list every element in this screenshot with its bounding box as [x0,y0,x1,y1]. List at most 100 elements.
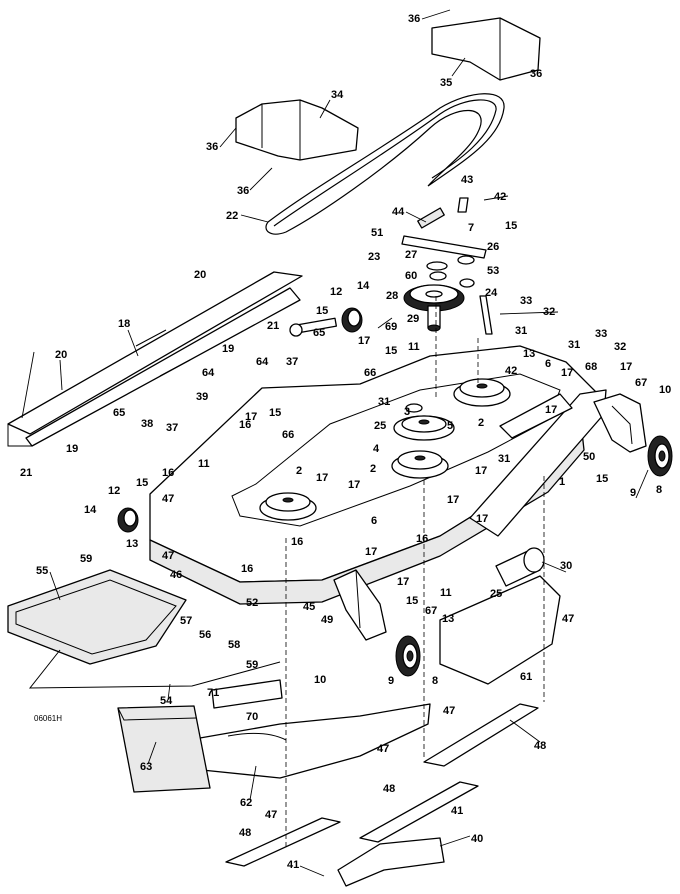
callout: 17 [447,494,459,506]
belt-cover-left [235,99,359,161]
callout: 17 [365,546,377,558]
callout: 38 [141,418,153,430]
callout: 26 [487,241,499,253]
front-baffle [211,679,283,709]
callout: 9 [388,675,394,687]
callout: 12 [330,286,342,298]
callout: 8 [656,484,662,496]
callout: 37 [166,422,178,434]
callout: 22 [226,210,238,222]
callout: 9 [630,487,636,499]
callout: 16 [291,536,303,548]
callout: 21 [20,467,32,479]
callout: 51 [371,227,383,239]
callout: 17 [476,513,488,525]
assembly-lines [285,296,545,850]
callout: 62 [240,797,252,809]
callout: 25 [490,588,502,600]
callout: 39 [196,391,208,403]
callout: 65 [113,407,125,419]
callout: 8 [432,675,438,687]
callout: 36 [206,141,218,153]
callout: 47 [377,743,389,755]
callout: 60 [405,270,417,282]
callout: 7 [468,222,474,234]
callouts: 36 35 36 34 36 36 22 43 42 44 7 15 26 51… [20,13,671,871]
blade-left [225,817,341,867]
callout: 15 [406,595,418,607]
callout: 41 [287,859,299,871]
callout: 15 [596,473,608,485]
callout: 14 [84,504,97,516]
callout: 17 [545,404,557,416]
callout: 50 [583,451,595,463]
callout: 4 [373,443,380,455]
callout: 47 [162,493,174,505]
callout: 64 [256,356,269,368]
gauge-wheel-lower-left [117,507,139,533]
callout: 28 [386,290,398,302]
callout: 27 [405,249,417,261]
callout: 19 [66,443,78,455]
right-bracket [593,393,647,453]
callout: 18 [118,318,130,330]
callout: 23 [368,251,380,263]
callout: 15 [316,305,328,317]
callout: 15 [269,407,281,419]
callout: 61 [520,671,532,683]
callout: 54 [160,695,173,707]
callout: 70 [246,711,258,723]
callout: 68 [585,361,597,373]
callout: 24 [485,287,498,299]
callout: 16 [416,533,428,545]
callout: 20 [55,349,67,361]
callout: 2 [478,417,484,429]
under-skirt [199,703,431,779]
callout: 48 [383,783,395,795]
callout: 11 [440,587,452,599]
anti-scalp-wheel-right [647,435,673,477]
callout: 40 [471,833,483,845]
leader-lines [21,9,649,877]
callout: 43 [461,174,473,186]
callout: 46 [170,569,182,581]
callout: 2 [370,463,376,475]
callout: 14 [357,280,370,292]
side-skirt-right [439,575,561,685]
callout: 47 [265,809,277,821]
callout: 53 [487,265,499,277]
callout: 37 [286,356,298,368]
callout: 17 [561,367,573,379]
callout: 12 [108,485,120,497]
blade-center [359,781,479,843]
callout: 17 [397,576,409,588]
callout: 31 [498,453,510,465]
callout: 1 [559,476,565,488]
callout: 35 [440,77,452,89]
callout: 17 [620,361,632,373]
callout: 6 [545,358,551,370]
callout: 17 [316,472,328,484]
callout: 47 [562,613,574,625]
callout: 56 [199,629,211,641]
spindle-pulley-left [259,492,317,521]
callout: 65 [313,327,325,339]
callout: 25 [374,420,386,432]
callout: 20 [194,269,206,281]
callout: 41 [451,805,463,817]
callout: 44 [392,206,405,218]
callout: 52 [246,597,258,609]
callout: 66 [282,429,294,441]
callout: 32 [614,341,626,353]
callout: 17 [245,411,257,423]
figure-code: 06061H [34,714,62,723]
blade-mount-bracket [337,837,445,887]
discharge-chute [7,569,281,689]
callout: 3 [404,406,410,418]
blade-right [423,703,539,767]
callout: 69 [385,321,397,333]
idler-stack [401,197,493,335]
callout: 59 [80,553,92,565]
